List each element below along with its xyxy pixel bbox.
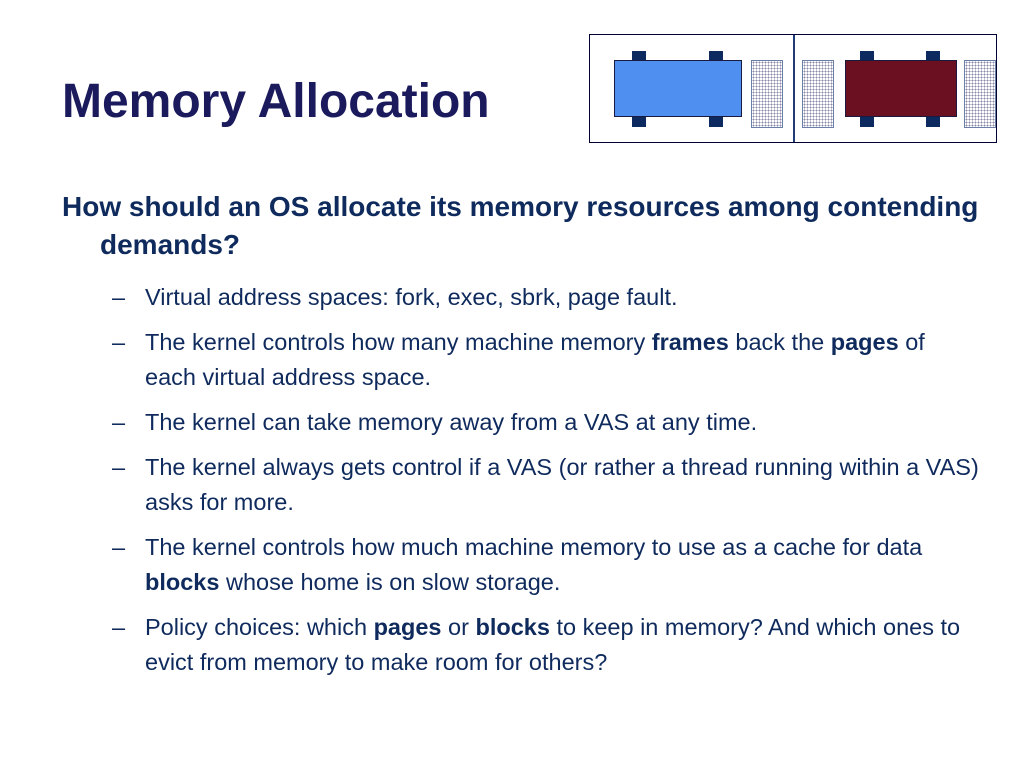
- frame-tab: [632, 117, 646, 127]
- memory-diagram: [589, 34, 997, 143]
- bullet-dash: –: [112, 614, 126, 640]
- dotted-page-block: [802, 60, 834, 128]
- frame-tab: [860, 117, 874, 127]
- bullet-text: Policy choices: which: [145, 614, 374, 640]
- bullet-dash: –: [112, 454, 126, 480]
- bullet-text: back the: [728, 329, 831, 355]
- bullet-item: –The kernel controls how much machine me…: [110, 530, 980, 600]
- frame-tab: [926, 117, 940, 127]
- bullet-bold-term: blocks: [145, 569, 220, 595]
- bullet-item: –The kernel controls how many machine me…: [110, 325, 980, 395]
- frame-tab: [926, 51, 940, 61]
- bullet-item: –Policy choices: which pages or blocks t…: [110, 610, 980, 680]
- main-question: How should an OS allocate its memory res…: [62, 191, 979, 260]
- bullet-bold-term: pages: [373, 614, 442, 640]
- bullet-text: of each virtual address space.: [145, 329, 925, 390]
- bullet-list: –Virtual address spaces: fork, exec, sbr…: [110, 280, 980, 690]
- frame-tab: [709, 51, 723, 61]
- bullet-text: or: [441, 614, 476, 640]
- bullet-text: to keep in memory? And which ones to evi…: [145, 614, 961, 675]
- bullet-dash: –: [112, 409, 126, 435]
- bullet-dash: –: [112, 284, 126, 310]
- dotted-page-block: [964, 60, 996, 128]
- bullet-text: The kernel can take memory away from a V…: [145, 409, 758, 435]
- bullet-bold-term: blocks: [475, 614, 550, 640]
- bullet-text: whose home is on slow storage.: [219, 569, 561, 595]
- bullet-text: Virtual address spaces: fork, exec, sbrk…: [145, 284, 678, 310]
- diagram-divider: [793, 35, 795, 142]
- bullet-dash: –: [112, 329, 126, 355]
- frame-tab: [860, 51, 874, 61]
- dotted-page-block: [751, 60, 783, 128]
- blue-memory-frame: [614, 60, 742, 117]
- bullet-bold-term: pages: [830, 329, 899, 355]
- bullet-text: The kernel always gets control if a VAS …: [145, 454, 979, 515]
- bullet-bold-term: frames: [651, 329, 729, 355]
- bullet-text: The kernel controls how much machine mem…: [145, 534, 923, 560]
- bullet-item: –The kernel always gets control if a VAS…: [110, 450, 980, 520]
- frame-tab: [709, 117, 723, 127]
- frame-tab: [632, 51, 646, 61]
- bullet-text: The kernel controls how many machine mem…: [145, 329, 652, 355]
- bullet-item: –The kernel can take memory away from a …: [110, 405, 980, 440]
- slide-title: Memory Allocation: [62, 75, 490, 128]
- maroon-memory-frame: [845, 60, 957, 117]
- bullet-item: –Virtual address spaces: fork, exec, sbr…: [110, 280, 980, 315]
- bullet-dash: –: [112, 534, 126, 560]
